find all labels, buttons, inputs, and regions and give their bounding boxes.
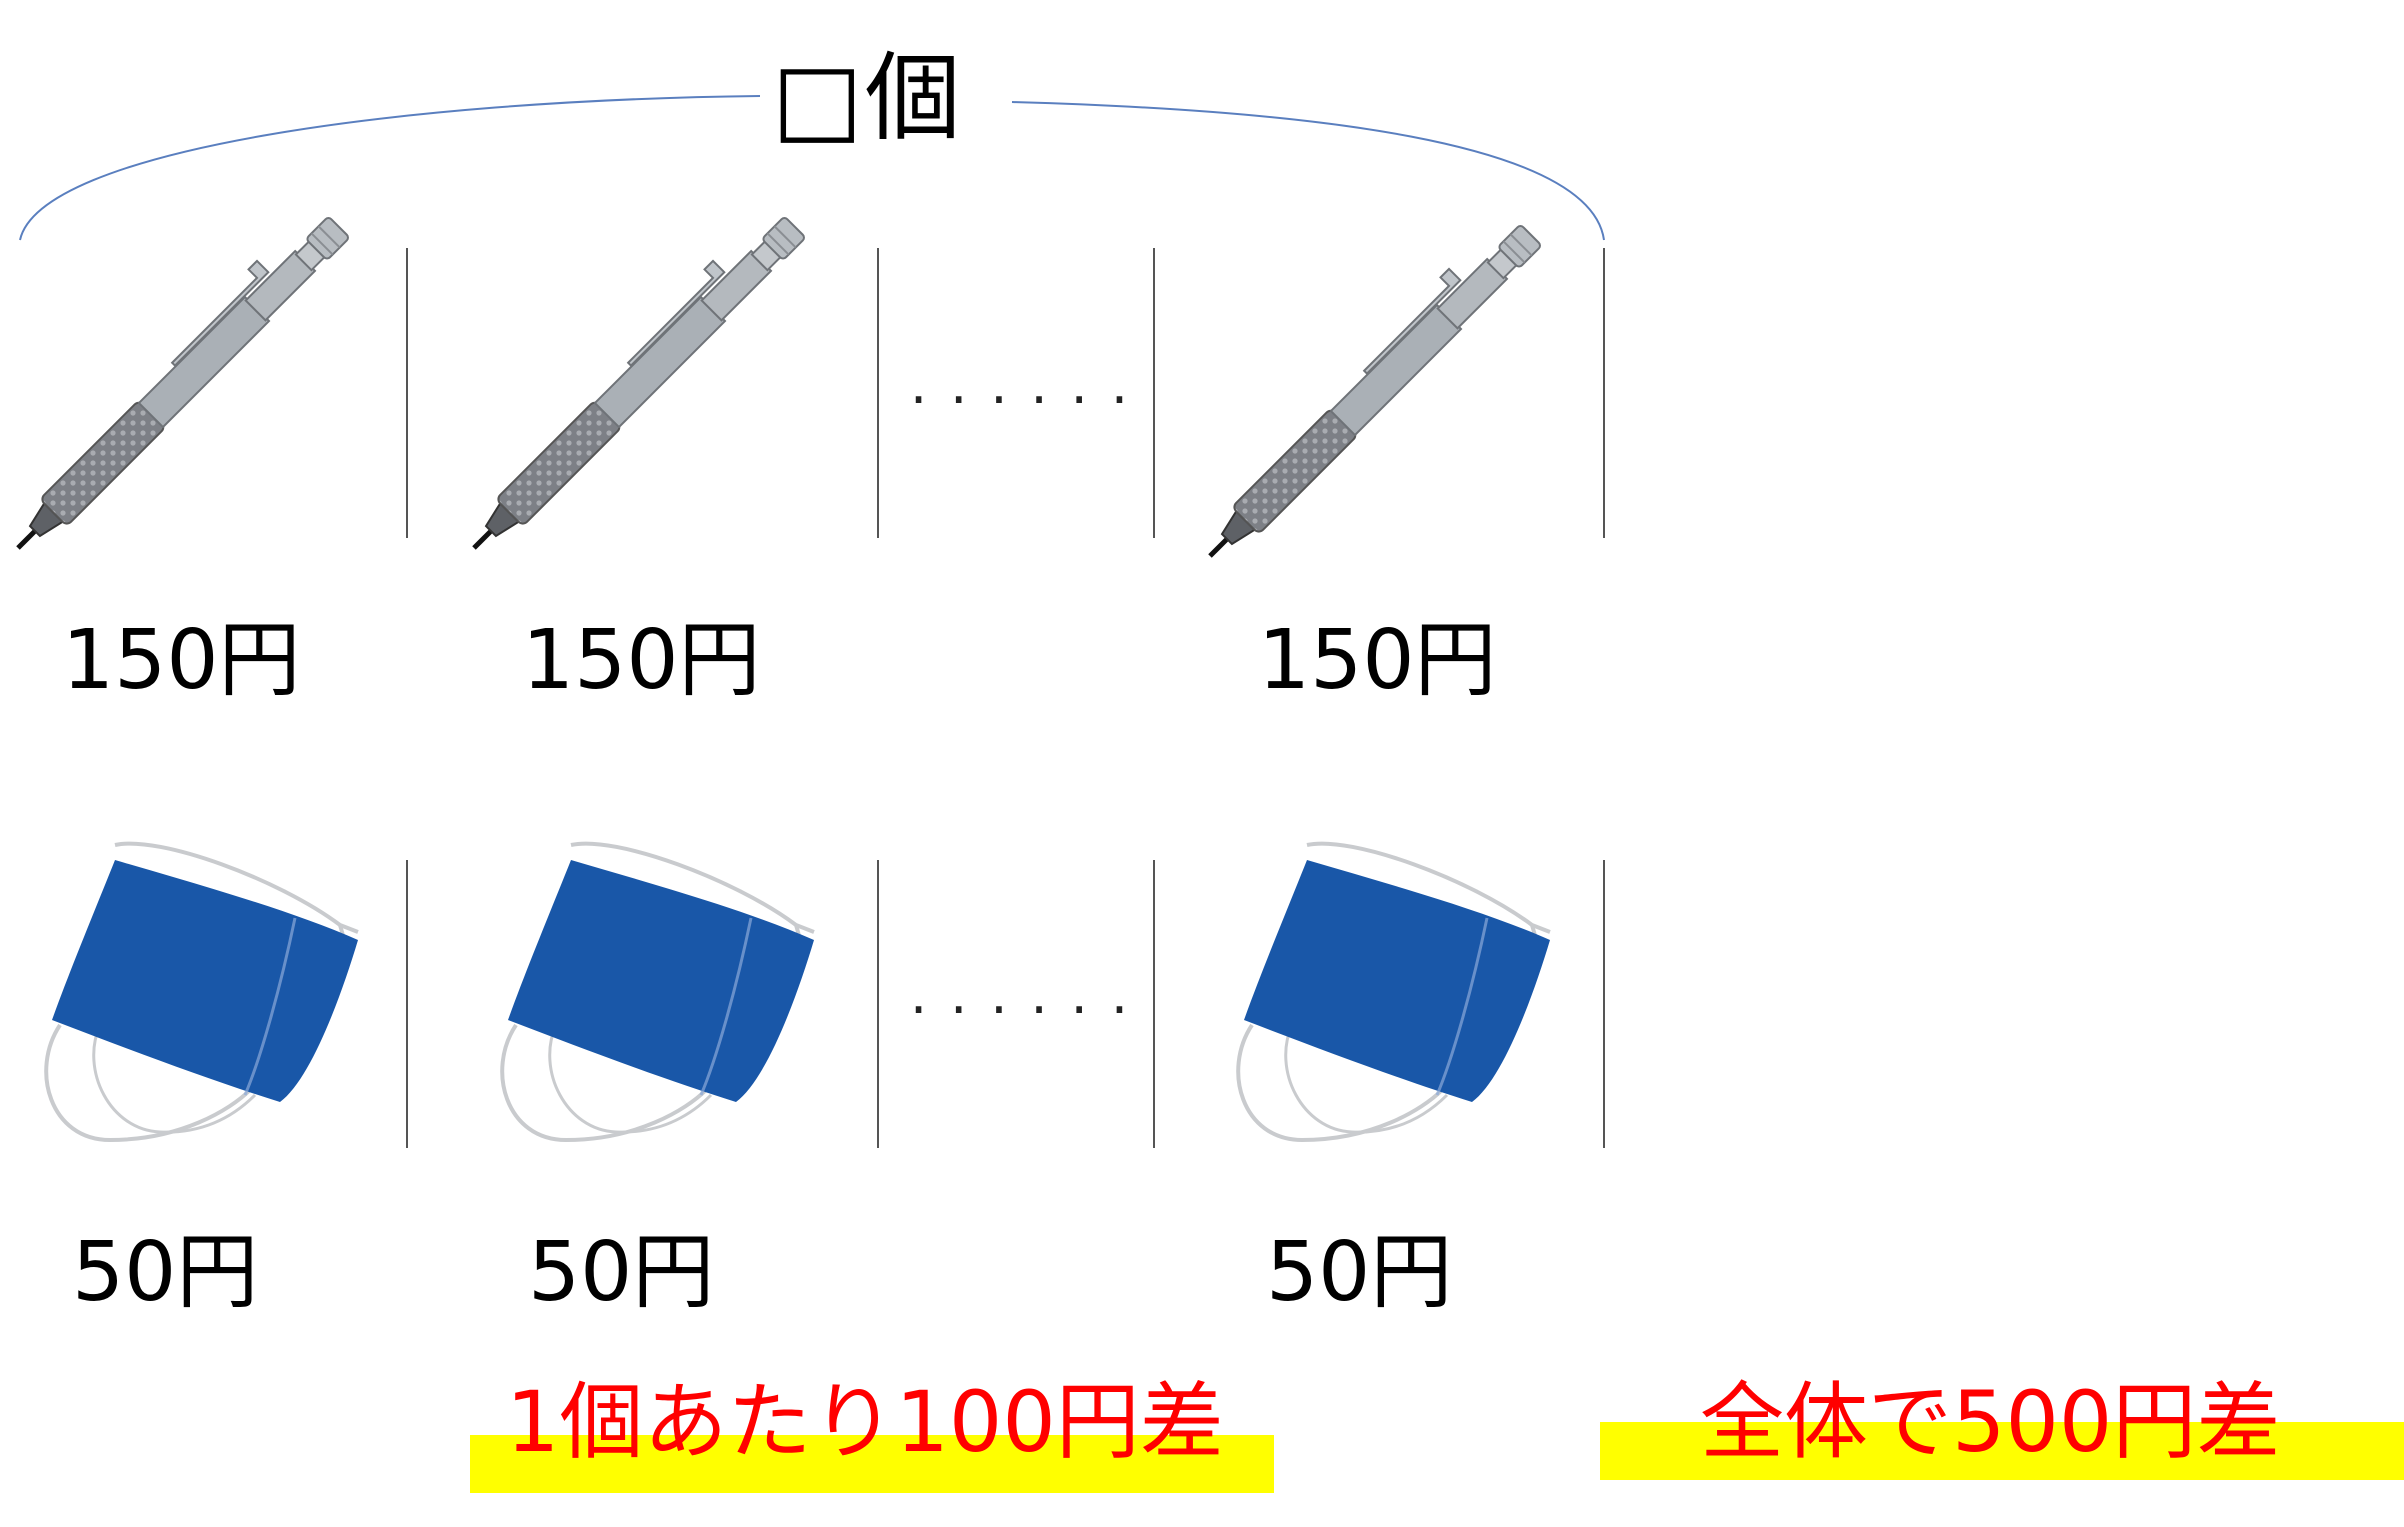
ellipsis-top: ...... — [910, 353, 1151, 416]
eraser-price-2: 50円 — [528, 1225, 715, 1320]
highlight-total — [1600, 1422, 2404, 1480]
pencil-price-3: 150円 — [1258, 613, 1497, 708]
count-brace-left — [19, 95, 761, 241]
pencil-icon-2 — [450, 203, 809, 562]
highlight-per-item — [470, 1435, 1274, 1493]
total-difference-note: 全体で500円差 — [1700, 1373, 2281, 1471]
eraser-icon-2 — [500, 841, 816, 1142]
pencil-icon-3 — [1186, 211, 1545, 570]
pencil-icon-1 — [0, 203, 352, 562]
pencil-price-1: 150円 — [62, 613, 301, 708]
count-label: □個 — [772, 42, 963, 154]
eraser-icon-1 — [44, 841, 360, 1142]
count-brace-right — [1011, 101, 1605, 241]
ellipsis-bottom: ...... — [910, 963, 1151, 1026]
eraser-icon-3 — [1236, 841, 1552, 1142]
pencil-price-2: 150円 — [522, 613, 761, 708]
eraser-price-3: 50円 — [1266, 1225, 1453, 1320]
eraser-price-1: 50円 — [72, 1225, 259, 1320]
per-item-difference-note: 1個あたり100円差 — [506, 1373, 1224, 1471]
